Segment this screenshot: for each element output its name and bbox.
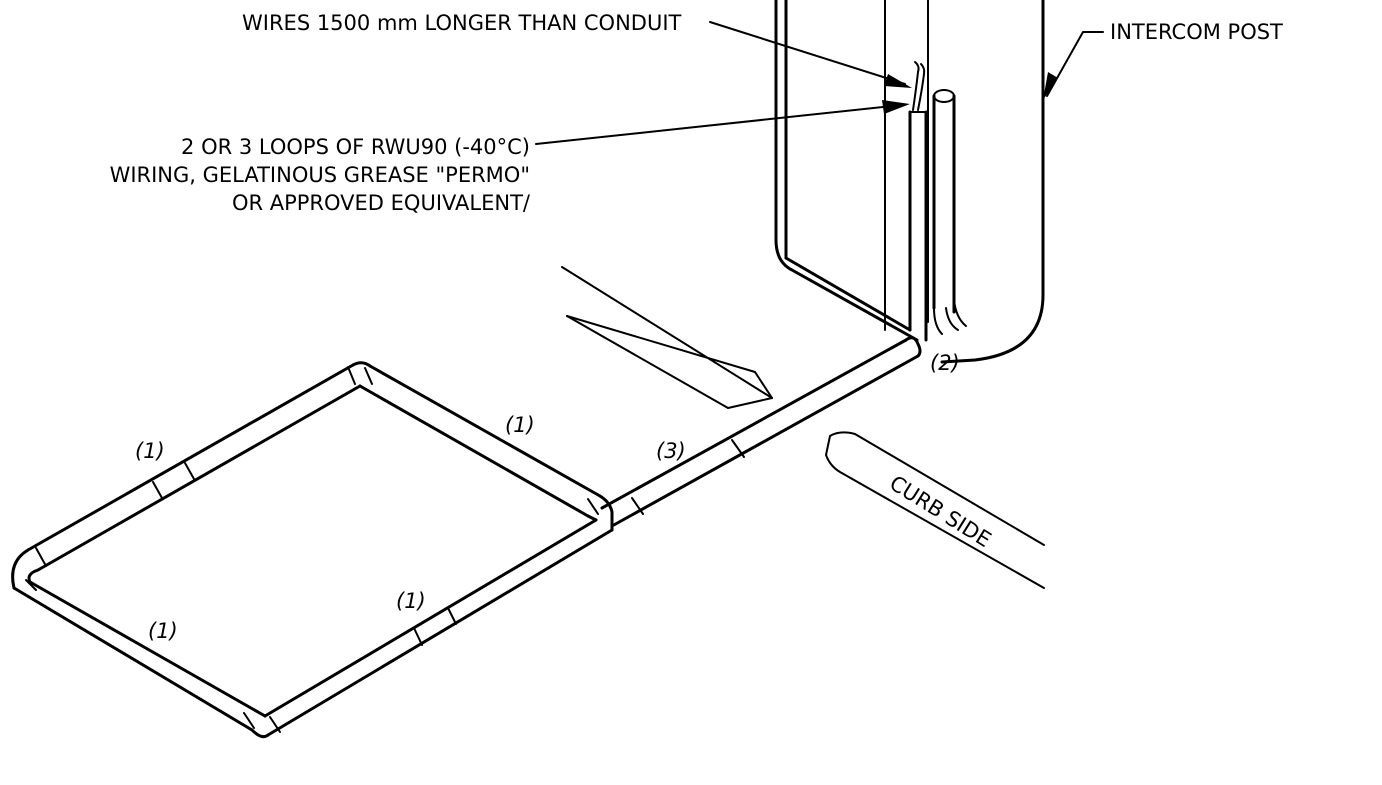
detection-loop — [11, 361, 614, 739]
lead-in-conduit — [600, 336, 922, 528]
loops-note-line2: WIRING, GELATINOUS GREASE "PERMO" — [110, 163, 530, 187]
loops-note-line3: OR APPROVED EQUIVALENT/ — [232, 191, 531, 215]
intercom-post — [774, 0, 1045, 364]
leader-lines — [535, 21, 1104, 145]
callout-lead-in: (3) — [656, 439, 686, 463]
sidewalk-edges — [561, 266, 773, 409]
intercom-post-label: INTERCOM POST — [1110, 20, 1283, 44]
callout-loop-top-right: (1) — [505, 413, 535, 437]
loops-note-line1: 2 OR 3 LOOPS OF RWU90 (-40°C) — [181, 135, 530, 159]
callout-loop-top-left: (1) — [135, 439, 165, 463]
vertical-conduits — [908, 61, 967, 342]
wires-note: WIRES 1500 mm LONGER THAN CONDUIT — [242, 11, 682, 35]
callout-loop-bottom-left: (1) — [148, 619, 178, 643]
callout-vertical-conduit: (2) — [930, 351, 960, 375]
callout-loop-bottom-right: (1) — [396, 589, 426, 613]
curb-side-outline — [825, 431, 1045, 589]
